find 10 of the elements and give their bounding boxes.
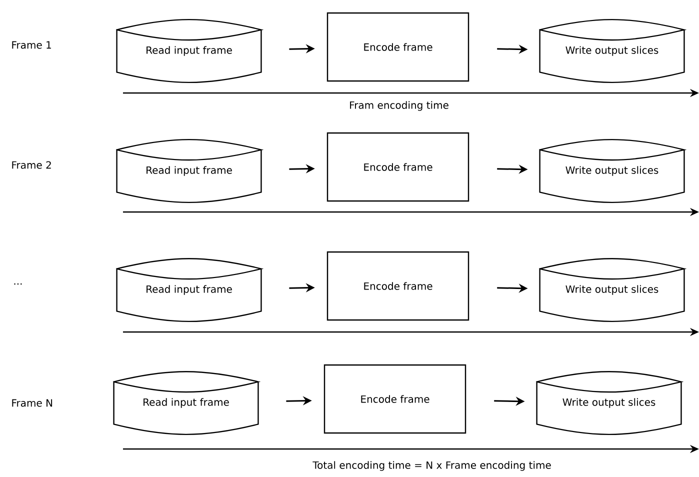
row-label: Frame 1	[12, 41, 51, 49]
process-box: Encode frame	[326, 132, 470, 202]
row-label: ...	[14, 283, 22, 285]
caption: Fram encoding time	[350, 101, 448, 111]
process-box: Encode frame	[324, 364, 466, 434]
process-box: Encode frame	[326, 12, 470, 82]
process-box: Encode frame	[326, 251, 470, 321]
caption: Total encoding time = N x Frame encoding time	[312, 461, 551, 471]
row-label: Frame N	[12, 399, 52, 407]
row-label: Frame 2	[12, 161, 51, 169]
